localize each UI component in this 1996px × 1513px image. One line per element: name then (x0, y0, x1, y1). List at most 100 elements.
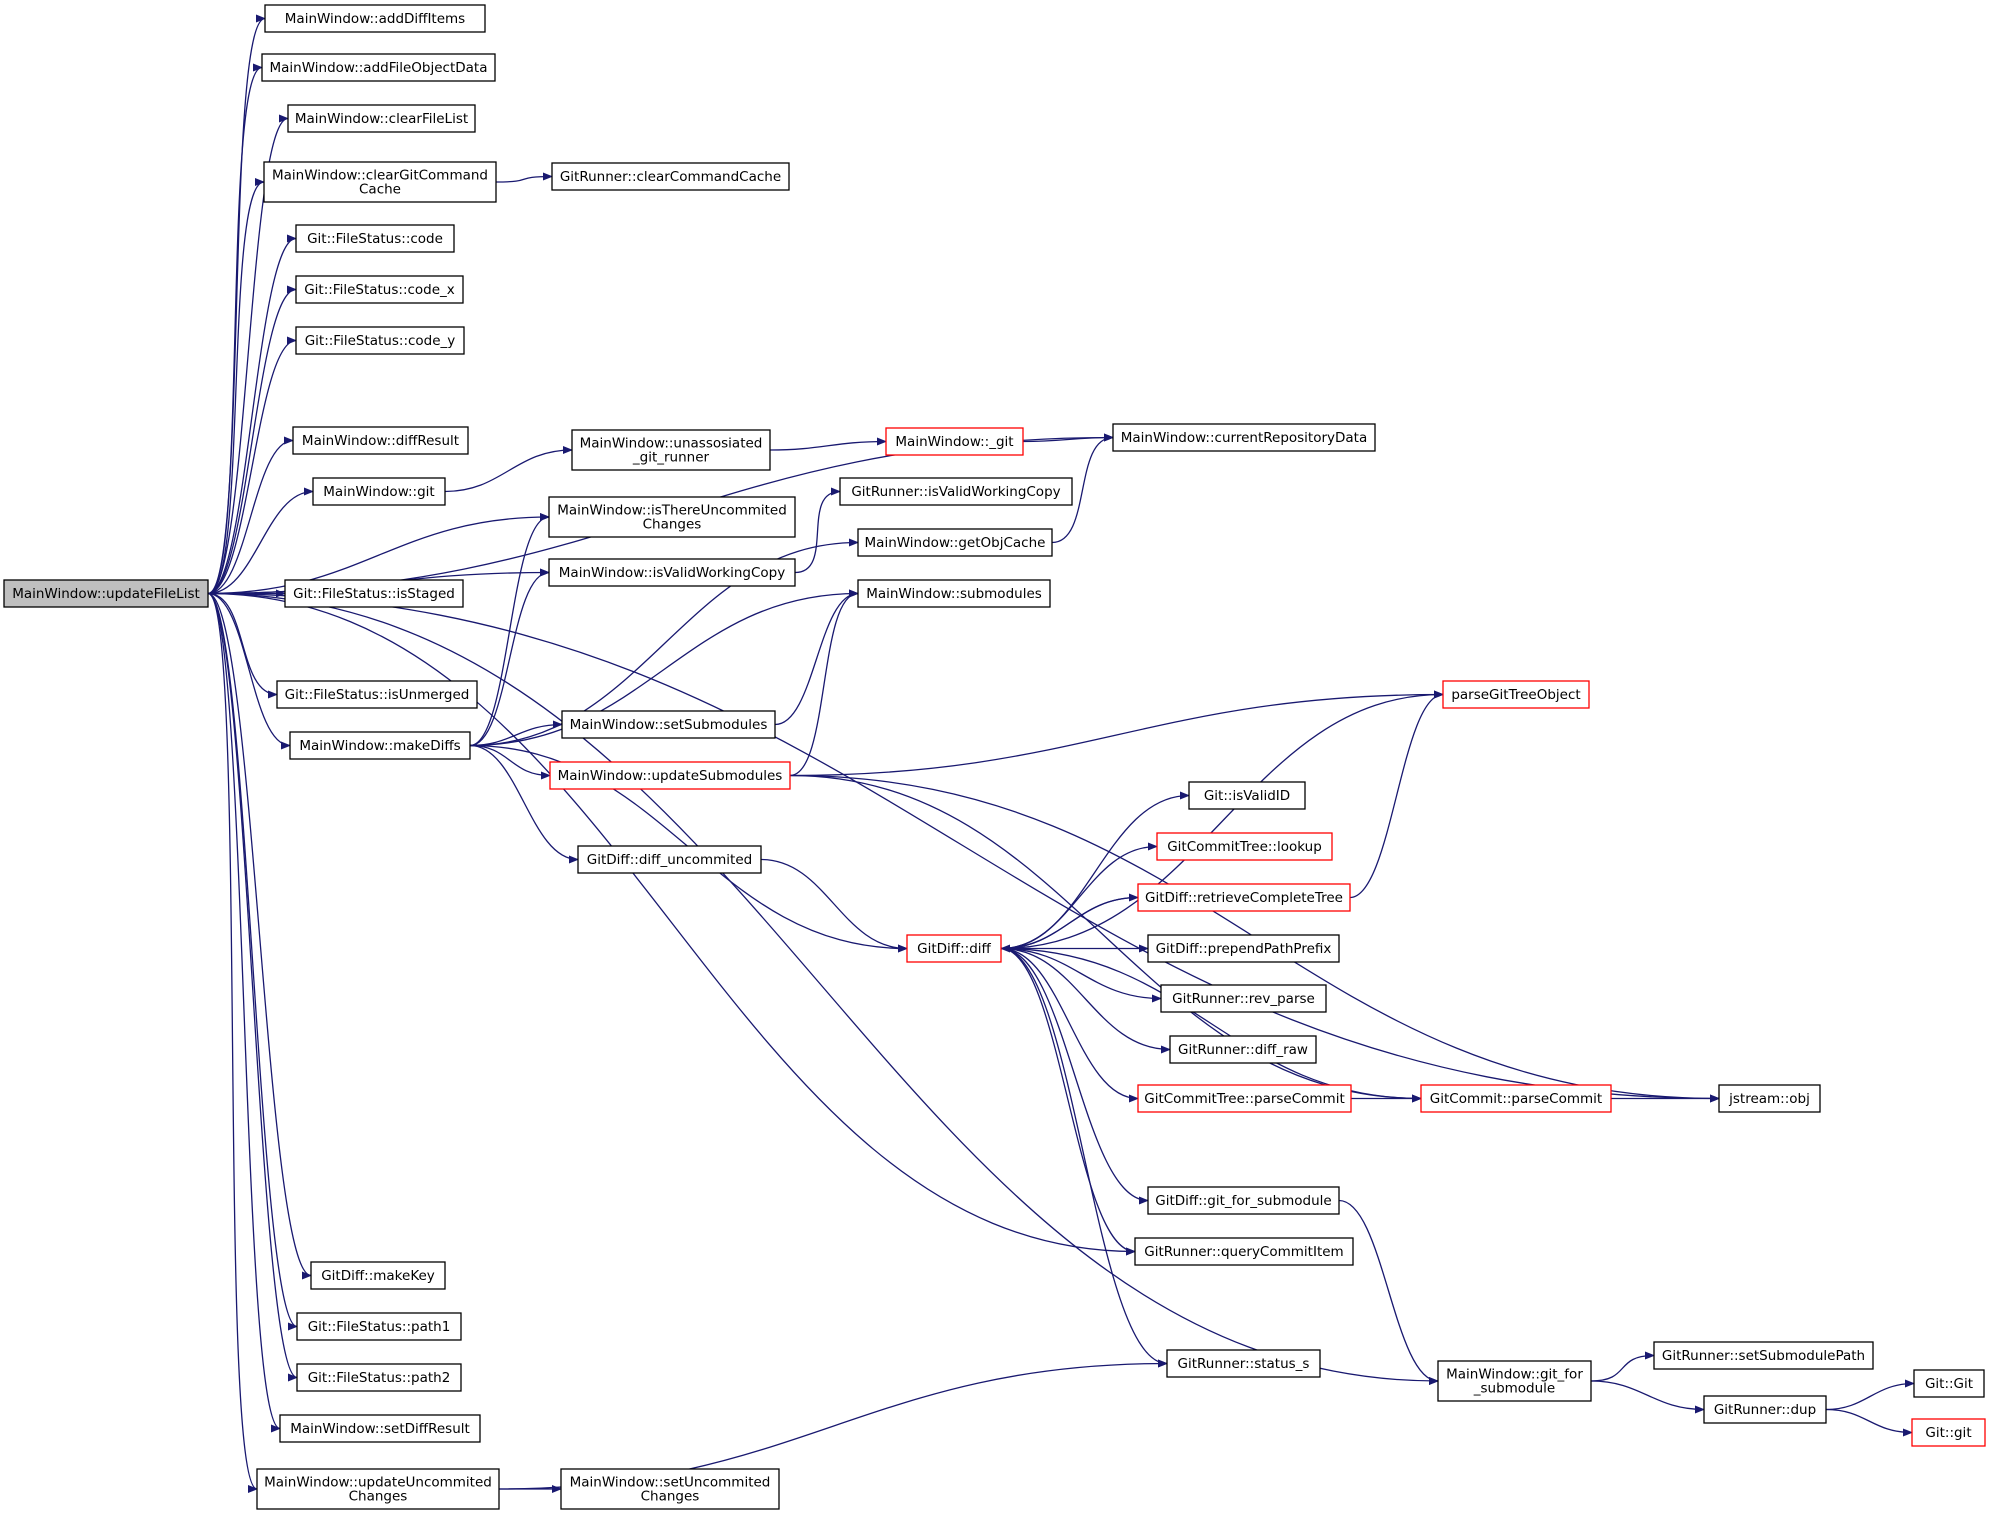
node-add-diff-items[interactable]: MainWindow::addDiffItems (264, 4, 486, 33)
node-tree-parse-commit[interactable]: GitCommitTree::parseCommit (1137, 1084, 1352, 1113)
node-status-s[interactable]: GitRunner::status_s (1166, 1349, 1321, 1378)
node-is-valid-working-copy[interactable]: MainWindow::isValidWorkingCopy (548, 558, 796, 587)
node-is-valid-working-copy-runner[interactable]: GitRunner::isValidWorkingCopy (839, 477, 1073, 506)
call-edge-retrieve-complete-tree-to-parse-git-tree-object (1349, 690, 1444, 899)
node-diff[interactable]: GitDiff::diff (906, 934, 1002, 963)
node-diff-result[interactable]: MainWindow::diffResult (292, 426, 469, 455)
node-label: MainWindow::makeDiffs (299, 738, 460, 754)
node-clear-command-cache[interactable]: GitRunner::clearCommandCache (551, 162, 790, 191)
node-current-repository-data[interactable]: MainWindow::currentRepositoryData (1112, 423, 1376, 452)
call-edge-diff-to-git-for-submodule-diff (1000, 947, 1149, 1205)
node-label: parseGitTreeObject (1451, 687, 1580, 703)
node-fs-code-y[interactable]: Git::FileStatus::code_y (295, 326, 465, 355)
node-label: Git::git (1925, 1425, 1971, 1441)
node-label: MainWindow::submodules (866, 586, 1042, 602)
call-edge-make-diffs-to-set-submodules (469, 720, 563, 747)
node-box (287, 104, 476, 133)
node-mw-git-for-submodule[interactable]: MainWindow::git_for_submodule (1437, 1360, 1592, 1402)
node-label: Git::FileStatus::code (307, 231, 443, 247)
call-edge-update-file-list-to-clear-git-command-cache (207, 178, 265, 595)
node-label: MainWindow::setSubmodules (570, 717, 768, 733)
node-mw-git[interactable]: MainWindow::git (312, 477, 446, 506)
node-box (857, 579, 1051, 608)
node-box (1913, 1369, 1985, 1398)
node-box (296, 1363, 462, 1392)
node-label: _git_runner (632, 450, 710, 466)
node-rev-parse[interactable]: GitRunner::rev_parse (1160, 984, 1327, 1013)
node-path1[interactable]: Git::FileStatus::path1 (296, 1312, 462, 1341)
call-edge-mw-git-for-submodule-to-set-submodule-path (1590, 1351, 1655, 1382)
node-dup[interactable]: GitRunner::dup (1703, 1395, 1827, 1424)
call-edge-diff-to-query-commit-item (1000, 947, 1136, 1256)
node-git-git[interactable]: Git::Git (1913, 1369, 1985, 1398)
node-label: Changes (641, 1489, 700, 1505)
node-is-unmerged[interactable]: Git::FileStatus::isUnmerged (276, 680, 478, 709)
call-edge-make-diffs-to-diff-uncommited (469, 744, 579, 864)
node-label: MainWindow::isValidWorkingCopy (559, 565, 785, 581)
node-git-git-lower[interactable]: Git::git (1911, 1418, 1986, 1447)
node-update-submodules[interactable]: MainWindow::updateSubmodules (549, 761, 791, 790)
node-git-for-submodule-diff[interactable]: GitDiff::git_for_submodule (1147, 1186, 1340, 1215)
node-box (561, 710, 776, 739)
node-is-valid-id[interactable]: Git::isValidID (1188, 781, 1306, 810)
node-submodules[interactable]: MainWindow::submodules (857, 579, 1051, 608)
node-box (1169, 1035, 1317, 1064)
node-lookup[interactable]: GitCommitTree::lookup (1156, 832, 1333, 861)
call-edge-clear-git-command-cache-to-clear-command-cache (495, 172, 553, 183)
node-label: MainWindow::updateUncommited (264, 1475, 492, 1491)
node-label: Git::FileStatus::isUnmerged (285, 687, 470, 703)
node-make-key[interactable]: GitDiff::makeKey (310, 1261, 446, 1290)
function-nodes: MainWindow::updateFileList MainWindow::ad… (3, 4, 1986, 1510)
node-get-obj-cache[interactable]: MainWindow::getObjCache (857, 528, 1053, 557)
node-commit-parse-commit[interactable]: GitCommit::parseCommit (1420, 1084, 1612, 1113)
node-update-file-list[interactable]: MainWindow::updateFileList (3, 579, 209, 608)
node-clear-file-list[interactable]: MainWindow::clearFileList (287, 104, 476, 133)
node-box (551, 162, 790, 191)
call-edge-dup-to-git-git-lower (1825, 1408, 1913, 1437)
call-edge-update-file-list-to-query-commit-item (207, 592, 1136, 1256)
node-make-diffs[interactable]: MainWindow::makeDiffs (289, 731, 471, 760)
node-label: MainWindow::setUncommited (570, 1475, 771, 1491)
node-diff-raw[interactable]: GitRunner::diff_raw (1169, 1035, 1317, 1064)
call-edge-is-valid-working-copy-to-is-valid-working-copy-runner (794, 487, 841, 574)
node-path2[interactable]: Git::FileStatus::path2 (296, 1363, 462, 1392)
node-box (549, 761, 791, 790)
node-label: GitDiff::retrieveCompleteTree (1145, 890, 1343, 906)
node-box (1137, 1084, 1352, 1113)
node-prepend-path-prefix[interactable]: GitDiff::prependPathPrefix (1147, 934, 1340, 963)
call-edge-update-file-list-to-add-diff-items (207, 14, 266, 595)
node-unassosiated[interactable]: MainWindow::unassosiated_git_runner (571, 429, 771, 471)
node-box (1653, 1341, 1874, 1370)
node-label: GitCommit::parseCommit (1430, 1091, 1602, 1107)
node-box (1166, 1349, 1321, 1378)
node-add-file-object-data[interactable]: MainWindow::addFileObjectData (261, 53, 496, 82)
node-jstream-obj[interactable]: jstream::obj (1718, 1084, 1821, 1113)
node-mw-git-priv[interactable]: MainWindow::_git (885, 427, 1024, 456)
node-box (857, 528, 1053, 557)
node-label: Changes (349, 1489, 408, 1505)
node-parse-git-tree-object[interactable]: parseGitTreeObject (1442, 680, 1590, 709)
node-label: GitDiff::diff_uncommited (587, 852, 752, 868)
call-edge-diff-to-commit-parse-commit (1000, 947, 1422, 1103)
node-retrieve-complete-tree[interactable]: GitDiff::retrieveCompleteTree (1137, 883, 1351, 912)
node-label: Changes (643, 517, 702, 533)
node-label: jstream::obj (1728, 1091, 1810, 1107)
node-diff-uncommited[interactable]: GitDiff::diff_uncommited (577, 845, 762, 874)
node-set-diff-result[interactable]: MainWindow::setDiffResult (279, 1414, 481, 1443)
node-is-staged[interactable]: Git::FileStatus::isStaged (284, 579, 464, 608)
call-edge-diff-to-lookup (1000, 842, 1158, 950)
node-label: MainWindow::addDiffItems (285, 11, 465, 27)
node-query-commit-item[interactable]: GitRunner::queryCommitItem (1134, 1237, 1354, 1266)
node-fs-code[interactable]: Git::FileStatus::code (295, 224, 455, 253)
node-label: _submodule (1473, 1381, 1556, 1397)
node-set-submodule-path[interactable]: GitRunner::setSubmodulePath (1653, 1341, 1874, 1370)
call-edge-update-submodules-to-commit-parse-commit (789, 774, 1422, 1103)
node-label: MainWindow::isThereUncommited (557, 503, 787, 519)
node-set-submodules[interactable]: MainWindow::setSubmodules (561, 710, 776, 739)
node-fs-code-x[interactable]: Git::FileStatus::code_x (295, 275, 464, 304)
node-label: MainWindow::diffResult (302, 433, 459, 449)
